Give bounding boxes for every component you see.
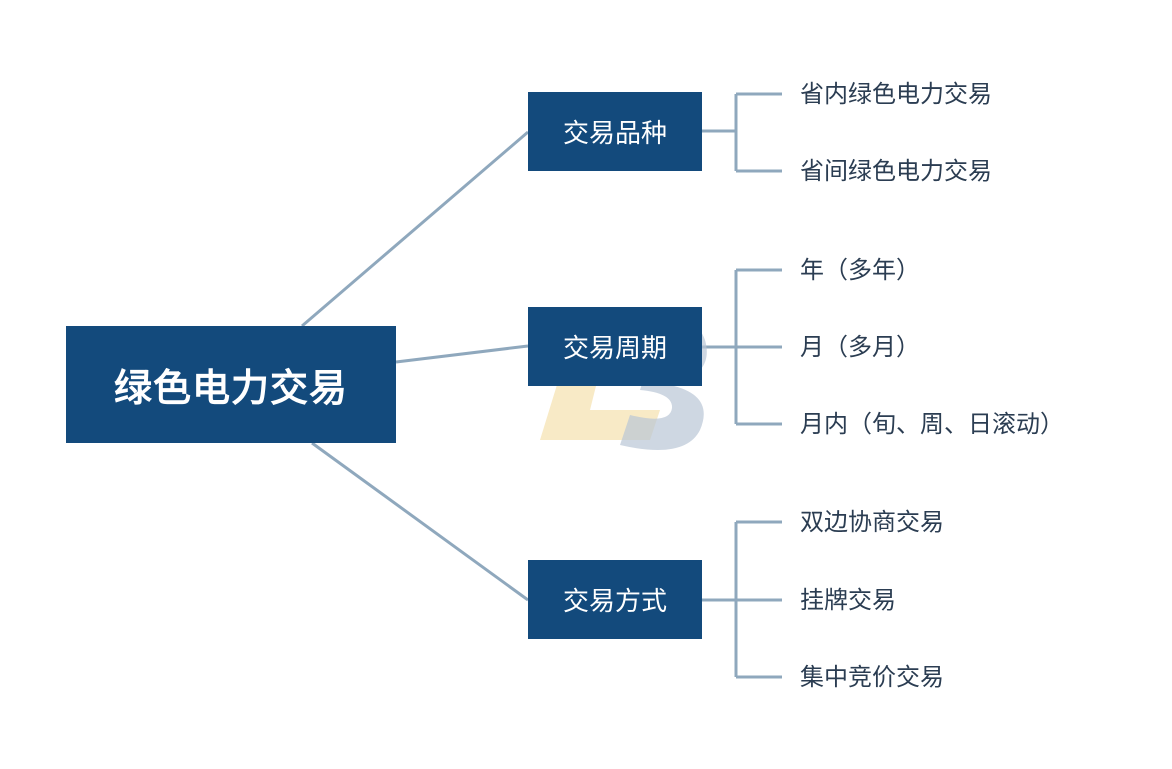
branch-node-variety: 交易品种 (528, 92, 702, 171)
branch-node-method: 交易方式 (528, 560, 702, 639)
branch-node-label: 交易方式 (562, 587, 667, 617)
branch-node-label: 交易品种 (562, 119, 667, 149)
root-node: 绿色电力交易 (66, 326, 396, 443)
leaf-node: 月内（旬、周、日滚动） (800, 410, 1064, 438)
leaf-node: 省内绿色电力交易 (800, 80, 992, 108)
connector-root-branch-2 (395, 344, 529, 364)
bracket-branch-1 (702, 92, 782, 173)
leaf-node: 月（多月） (800, 333, 920, 361)
leaf-node: 年（多年） (800, 256, 920, 284)
connector-root-branch-1 (301, 130, 529, 328)
leaf-node: 集中竞价交易 (800, 663, 944, 691)
leaf-node: 挂牌交易 (800, 586, 896, 614)
bracket-branch-3 (702, 520, 782, 679)
bracket-branch-2 (702, 268, 782, 426)
root-node-label: 绿色电力交易 (113, 366, 348, 410)
branch-node-period: 交易周期 (528, 307, 702, 386)
connector-root-branch-3 (311, 441, 529, 602)
leaf-node: 双边协商交易 (800, 508, 944, 536)
leaf-node: 省间绿色电力交易 (800, 157, 992, 185)
branch-node-label: 交易周期 (562, 334, 667, 364)
